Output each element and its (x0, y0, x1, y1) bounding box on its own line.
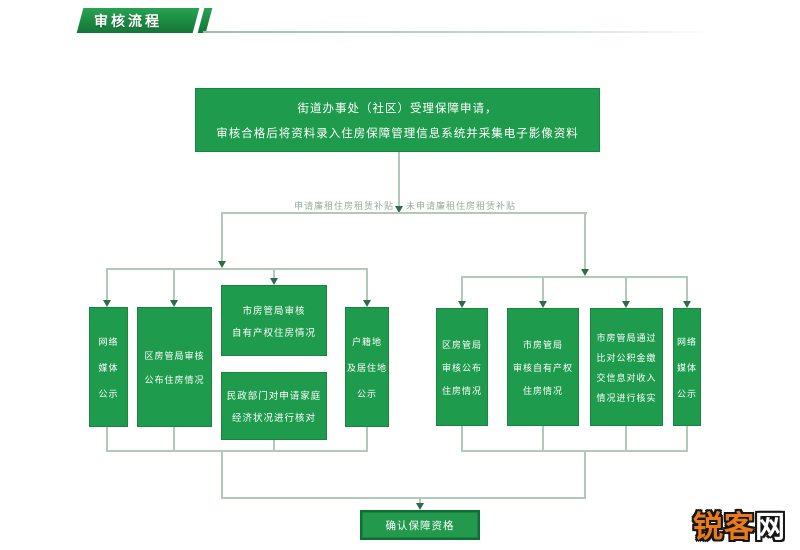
box-line: 网络 (676, 337, 697, 348)
box-line: 及居住地 (346, 363, 387, 374)
connector-left-distributor (106, 268, 368, 270)
connector-top-vertical (398, 152, 400, 208)
branch-label-right: 未申请廉租住房租赁补贴 (406, 202, 517, 212)
box-line: 确认保障资格 (385, 519, 455, 532)
box-line: 经济状况进行核对 (231, 413, 316, 424)
flow-box-right-city-bureau-property-check: 市房管局 审核自有产权 住房情况 (507, 308, 579, 426)
box-line: 街道办事处（社区）受理保障申请， (297, 100, 498, 115)
watermark-logo: 锐客网 (693, 502, 786, 546)
box-line: 区房管局 (441, 340, 482, 351)
connector-splitter-horizontal (221, 212, 587, 214)
connector-drop-r1 (461, 278, 463, 301)
arrowhead-final (416, 503, 424, 510)
box-line: 住房情况 (441, 386, 482, 397)
connector-merge-horizontal (221, 497, 586, 499)
connector-left-branch-vertical (221, 212, 223, 261)
connector-final-drop (419, 497, 421, 504)
box-line: 网络 (98, 337, 119, 348)
arrowhead-l2 (170, 300, 178, 307)
connector-drop-l5 (366, 270, 368, 301)
connector-right-branch-vertical (584, 212, 586, 269)
connector-up-l1 (106, 427, 108, 451)
flow-box-right-online-media-publicity: 网络 媒体 公示 (673, 308, 701, 426)
flow-box-right-district-bureau-review: 区房管局 审核公布 住房情况 (436, 308, 488, 426)
connector-drop-l2 (173, 270, 175, 301)
connector-right-collector-drop (584, 450, 586, 498)
arrowhead-m1 (270, 278, 278, 285)
box-line: 公示 (98, 389, 119, 400)
flow-box-left-online-media-publicity: 网络 媒体 公示 (89, 307, 128, 427)
connector-right-distributor (461, 276, 688, 278)
box-line: 公示 (676, 389, 697, 400)
flow-box-left-civil-affairs-economic-check: 民政部门对申请家庭 经济状况进行核对 (221, 372, 327, 440)
box-line: 审核公布 (441, 363, 482, 374)
box-line: 情况进行核实 (596, 393, 657, 404)
box-line: 审核合格后将资料录入住房保障管理信息系统并采集电子影像资料 (216, 125, 579, 140)
connector-right-collector (461, 450, 688, 452)
watermark-text-orange: 锐客 (693, 510, 755, 545)
connector-drop-r4 (686, 278, 688, 301)
branch-label-left: 申请廉租住房租赁补贴 (293, 202, 394, 212)
connector-up-l2 (173, 427, 175, 451)
title-banner-sliver (197, 8, 213, 33)
arrowhead-r1 (458, 301, 466, 308)
connector-left-collector-drop (221, 450, 223, 498)
flow-box-left-city-bureau-property-check: 市房管局审核 自有产权住房情况 (221, 285, 327, 356)
flow-box-left-residence-publicity: 户籍地 及居住地 公示 (345, 307, 389, 427)
connector-up-r2 (542, 426, 544, 451)
arrowhead-right-junction (581, 269, 589, 276)
connector-drop-r3 (625, 278, 627, 301)
arrowhead-r4 (683, 301, 691, 308)
connector-left-collector (106, 450, 368, 452)
box-line: 媒体 (676, 363, 697, 374)
connector-up-r4 (686, 426, 688, 451)
box-line: 公布住房情况 (144, 375, 205, 386)
box-line: 民政部门对申请家庭 (226, 391, 322, 402)
title-underline (203, 31, 715, 33)
arrowhead-top-junction (395, 206, 403, 213)
box-line: 市房管局审核 (242, 305, 306, 317)
arrowhead-r2 (539, 301, 547, 308)
connector-up-r3 (625, 426, 627, 451)
watermark-text-white: 网 (755, 510, 786, 545)
box-line: 区房管局审核 (144, 351, 205, 362)
connector-drop-r2 (542, 278, 544, 301)
box-line: 媒体 (98, 363, 119, 374)
box-line: 比对公积金缴 (596, 353, 657, 364)
arrowhead-l1 (103, 300, 111, 307)
box-line: 审核自有产权 (512, 363, 573, 374)
box-line: 市房管局 (522, 340, 563, 351)
flow-box-confirm-qualification: 确认保障资格 (360, 510, 480, 540)
box-line: 市房管局通过 (596, 333, 657, 344)
connector-up-m2 (273, 440, 275, 451)
flow-box-right-fund-income-verification: 市房管局通过 比对公积金缴 交信息对收入 情况进行核实 (590, 308, 663, 426)
flow-box-left-district-bureau-review: 区房管局审核 公布住房情况 (137, 307, 212, 427)
box-line: 户籍地 (351, 337, 382, 348)
connector-up-l5 (366, 427, 368, 451)
connector-drop-l1 (106, 270, 108, 301)
arrowhead-r3 (622, 301, 630, 308)
arrowhead-l5 (363, 300, 371, 307)
flow-box-street-office-accept: 街道办事处（社区）受理保障申请， 审核合格后将资料录入住房保障管理信息系统并采集… (195, 88, 600, 152)
connector-up-r1 (461, 426, 463, 451)
page-title: 审核流程 (94, 14, 162, 30)
connector-drop-m1 (273, 270, 275, 279)
box-line: 交信息对收入 (596, 373, 657, 384)
box-line: 住房情况 (522, 386, 563, 397)
arrowhead-left-junction (218, 261, 226, 268)
box-line: 自有产权住房情况 (231, 327, 316, 339)
box-line: 公示 (356, 389, 377, 400)
